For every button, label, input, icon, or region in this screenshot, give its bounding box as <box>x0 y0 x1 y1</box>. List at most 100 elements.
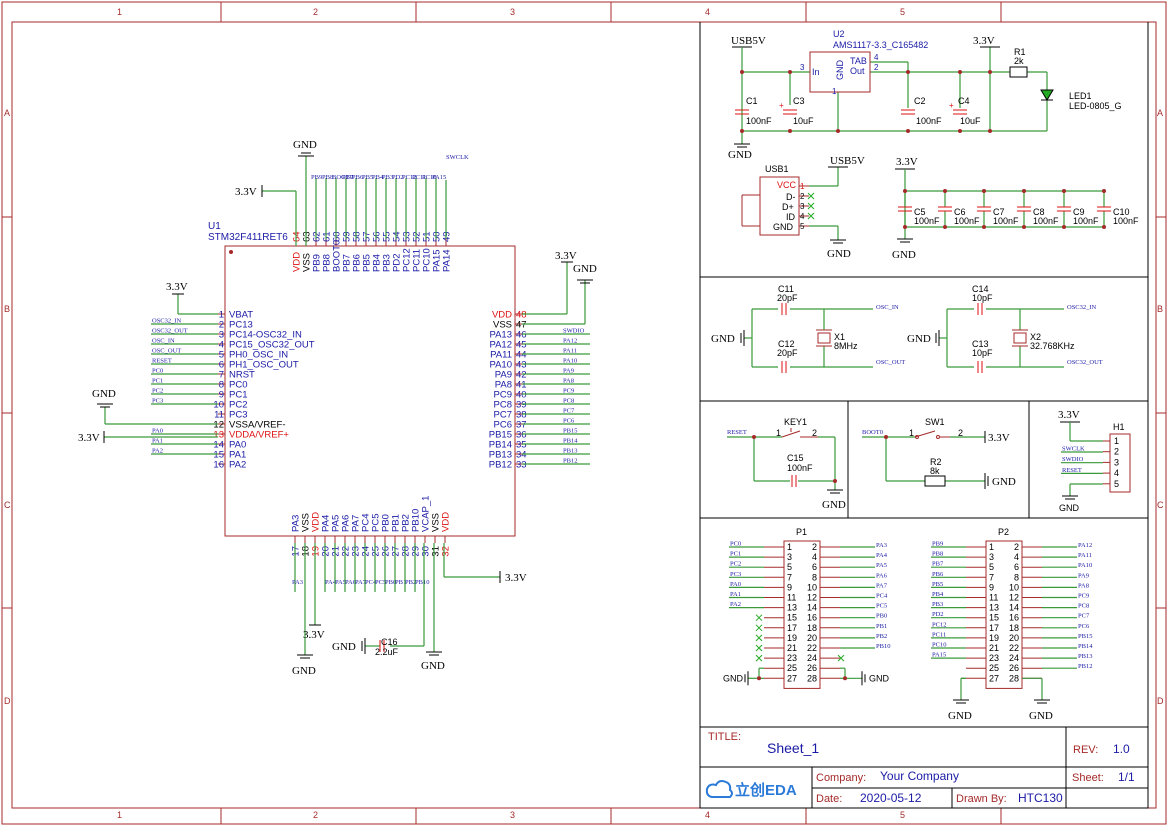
mcu-pin-num: 51 <box>422 231 433 242</box>
header-pin-num: 15 <box>989 613 999 623</box>
header-pin-num: 7 <box>787 572 792 582</box>
mcu-pin-num: 47 <box>516 320 527 331</box>
vbat-3v3: 3.3V <box>166 281 188 293</box>
key1-p2: 2 <box>812 428 817 438</box>
r1-ref: R1 <box>1014 47 1026 57</box>
row-mark: B <box>4 304 10 314</box>
mcu-pin-name: VBAT <box>229 310 253 321</box>
net-label: PB4 <box>932 591 944 598</box>
no-connect-mark <box>755 634 763 642</box>
c13-val: 10pF <box>972 348 993 358</box>
header-pin-num: 4 <box>1014 552 1019 562</box>
mcu-pin-num: 10 <box>213 400 224 411</box>
mcu-pin-num: 45 <box>516 340 527 351</box>
mcu-pin-num: 20 <box>321 546 332 557</box>
c14-val: 10pF <box>972 293 993 303</box>
net-label: PB13 <box>563 448 577 455</box>
net-label: OSC_OUT <box>152 348 181 355</box>
mcu-pin-num: 31 <box>431 546 442 557</box>
mcu-pin-num: 28 <box>401 546 412 557</box>
vss18-gnd: GND <box>292 665 316 677</box>
mcu-pin-num: 13 <box>213 430 224 441</box>
header-pin-num: 19 <box>787 633 797 643</box>
date-value: 2020-05-12 <box>860 791 922 805</box>
c3-plus: + <box>779 101 784 110</box>
col-mark: 2 <box>313 7 318 17</box>
mcu-body <box>224 245 516 537</box>
u2-pin3: 3 <box>800 63 805 72</box>
usb-pin-num: 2 <box>800 192 805 201</box>
c16-ref: C16 <box>381 637 398 647</box>
osc32-out-net: OSC32_OUT <box>1067 359 1103 366</box>
net-label: PB12 <box>563 458 577 465</box>
mcu-pin-name: VDD <box>441 512 452 532</box>
no-connect-mark <box>755 654 763 662</box>
header-pin-num: 7 <box>989 572 994 582</box>
col-mark: 5 <box>900 7 905 17</box>
net-label: PB5 <box>362 174 373 181</box>
u2-ref: U2 <box>833 29 845 39</box>
header-pin-num: 25 <box>989 663 999 673</box>
inner-frame <box>11 21 1157 809</box>
mcu-ref: U1 <box>208 221 221 232</box>
company-label: Company: <box>816 772 866 784</box>
net-label: PB10 <box>415 579 429 586</box>
usb-pin-num: 3 <box>800 202 805 211</box>
net-label: PC12 <box>932 621 946 628</box>
junction <box>757 676 761 681</box>
cap-ref: C8 <box>1033 207 1045 217</box>
net-label: PC1 <box>152 378 163 385</box>
mcu-pin-num: 37 <box>516 420 527 431</box>
header-pin-num: 22 <box>1009 643 1019 653</box>
usb5v-label: USB5V <box>731 35 766 47</box>
mcu-pin-name: PC11 <box>412 249 423 272</box>
net-label: SWDIO <box>563 328 585 335</box>
header-pin-num: 27 <box>787 673 797 683</box>
h1-pin-num: 5 <box>1114 479 1119 489</box>
c4-plus: + <box>949 101 954 110</box>
row-mark: B <box>1157 304 1163 314</box>
key1-ref: KEY1 <box>784 417 807 427</box>
x1-val: 8MHz <box>834 341 858 351</box>
net-label: PB15 <box>1078 633 1092 640</box>
header-pin-num: 23 <box>787 653 797 663</box>
mcu-pin-name: VSS <box>431 513 442 532</box>
mcu-pin-num: 53 <box>402 231 413 242</box>
drawn-value: HTC130 <box>1018 791 1063 805</box>
mcu-pin-num: 14 <box>213 440 224 451</box>
no-connect-mark <box>837 654 845 662</box>
header-pin-num: 22 <box>807 643 817 653</box>
header-pin-num: 14 <box>807 603 817 613</box>
mcu-pin-name: BOOT0 <box>332 240 343 272</box>
net-label: PC4 <box>365 579 377 586</box>
mcu-pin-num: 5 <box>219 350 224 361</box>
net-label: PC9 <box>563 388 574 395</box>
usb-pin-num: 4 <box>800 212 805 221</box>
mcu-pin-num: 22 <box>341 546 352 557</box>
net-label: PC5 <box>375 579 386 586</box>
net-label: PB13 <box>1078 653 1092 660</box>
p2-gnd-right: GND <box>1029 710 1053 722</box>
cap-ref: C7 <box>993 207 1005 217</box>
mcu-pin-name: VDDA/VREF+ <box>229 430 289 441</box>
net-label: PB0 <box>385 579 396 586</box>
rev-label: REV: <box>1073 744 1098 756</box>
vssa-gnd: GND <box>92 388 116 400</box>
net-label: PC2 <box>730 561 741 568</box>
header-pin-num: 11 <box>989 593 998 603</box>
mcu-pin-num: 8 <box>219 380 224 391</box>
osc1-gnd: GND <box>711 333 735 345</box>
col-mark: 3 <box>510 7 515 17</box>
junction <box>982 189 986 193</box>
net-label: PC8 <box>1078 603 1089 610</box>
p1-gnd-left: GND <box>723 673 744 683</box>
header-pin-num: 25 <box>787 663 797 673</box>
c11-val: 20pF <box>777 293 798 303</box>
net-label: PA9 <box>563 368 574 375</box>
net-label: PC10 <box>932 642 946 649</box>
mcu-power-wires: 3.3V GND 3.3V GND 3.3V 3.3V GND GND 3.3V <box>78 139 597 677</box>
header-ref: P2 <box>998 527 1009 537</box>
decoupling-section: 3.3V GND C5100nFC6100nFC7100nFC8100nFC91… <box>892 156 1139 261</box>
net-label: PA0 <box>152 428 163 435</box>
mcu-pin-num: 57 <box>362 231 373 242</box>
